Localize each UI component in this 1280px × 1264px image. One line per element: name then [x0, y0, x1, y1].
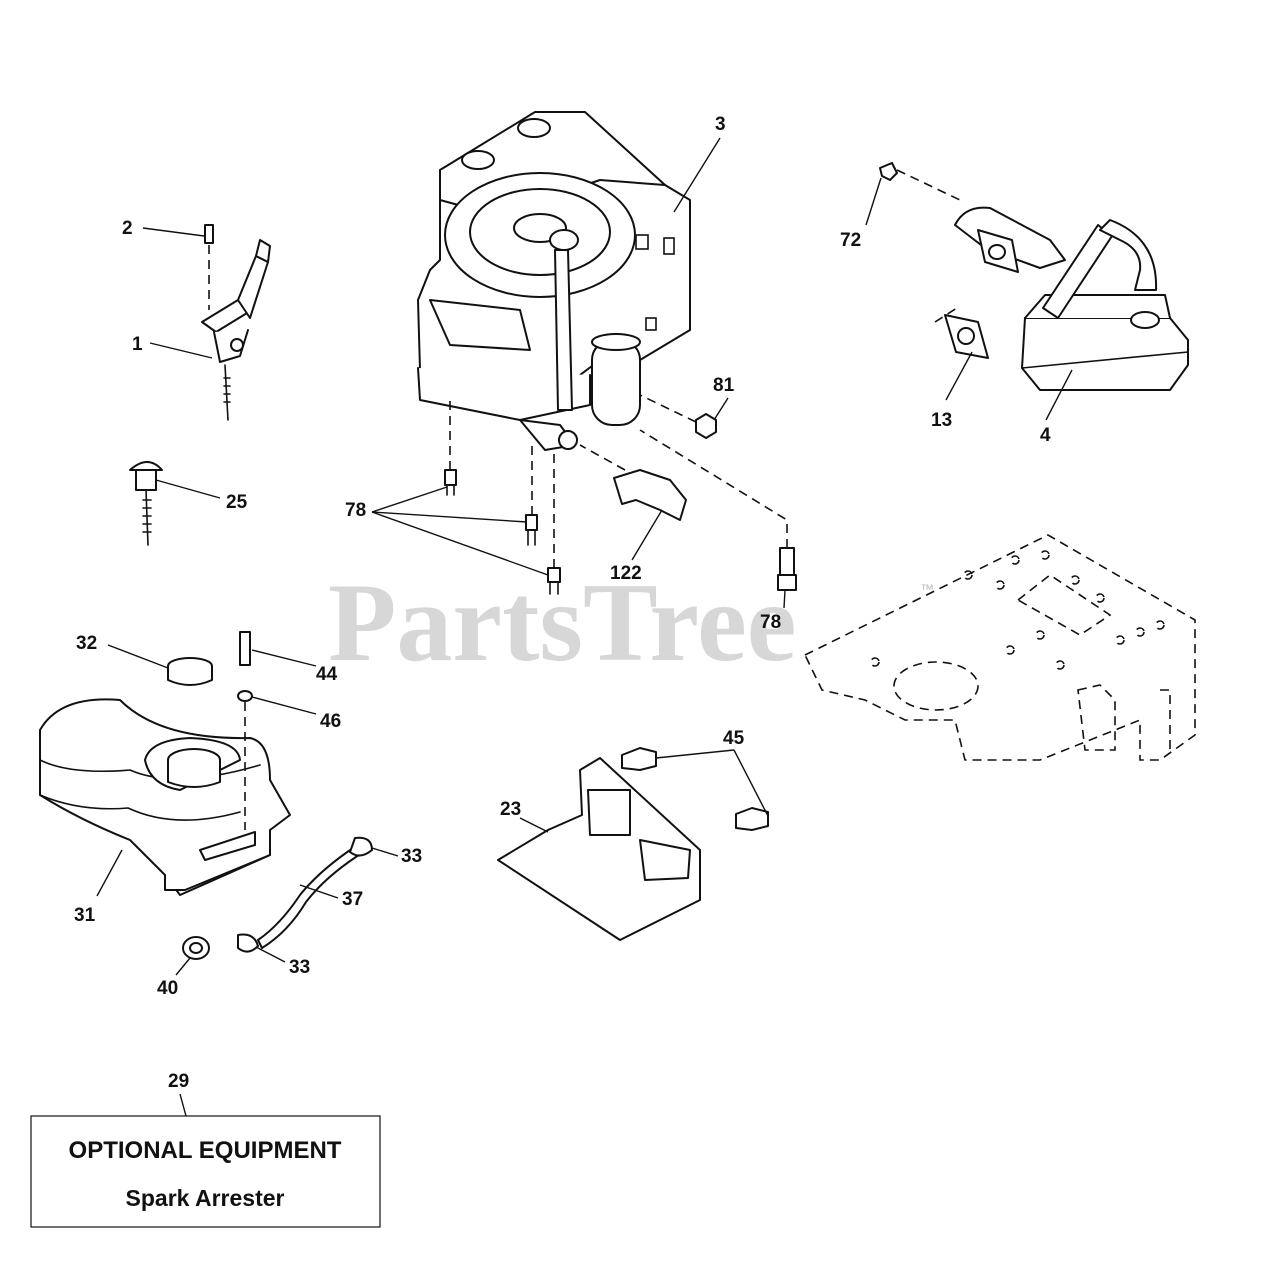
engine-bolt-group[interactable]	[444, 400, 797, 595]
shield-bolt-lower[interactable]	[735, 807, 769, 831]
watermark-text: PartsTree	[328, 561, 797, 685]
optional-equipment-box: OPTIONAL EQUIPMENT Spark Arrester	[30, 1115, 381, 1228]
callout-25: 25	[226, 492, 248, 513]
callout-40: 40	[157, 978, 178, 999]
muffler-gasket[interactable]	[944, 314, 989, 359]
callout-78-right: 78	[760, 612, 781, 633]
callout-13: 13	[931, 410, 952, 431]
heat-shield[interactable]	[613, 469, 687, 521]
shield-plate[interactable]	[497, 757, 701, 941]
muffler-bolt[interactable]	[879, 162, 898, 181]
callout-37: 37	[342, 889, 363, 910]
callout-33-upper: 33	[401, 846, 422, 867]
fuel-tank[interactable]	[39, 698, 291, 896]
callout-1: 1	[132, 334, 143, 355]
callout-81: 81	[713, 375, 735, 396]
callout-32: 32	[76, 633, 97, 654]
callout-2: 2	[122, 218, 133, 239]
callout-122: 122	[610, 563, 642, 584]
callout-78-left: 78	[345, 500, 366, 521]
engine[interactable]	[417, 111, 691, 451]
leader-lines	[96, 137, 1073, 1117]
tractor-frame	[803, 534, 1196, 761]
callout-45: 45	[723, 728, 745, 749]
tank-screw[interactable]	[239, 631, 251, 666]
muffler[interactable]	[954, 206, 1189, 391]
fuel-line[interactable]	[257, 845, 363, 949]
callout-33-lower: 33	[289, 957, 310, 978]
callout-44: 44	[316, 664, 338, 685]
grommet[interactable]	[182, 936, 210, 960]
throttle-control[interactable]	[201, 224, 271, 421]
callout-31: 31	[74, 905, 96, 926]
callout-46: 46	[320, 711, 341, 732]
hose-clamp-lower[interactable]	[237, 933, 259, 953]
callout-4: 4	[1040, 425, 1051, 446]
callout-72: 72	[840, 230, 861, 251]
fuel-cap[interactable]	[167, 657, 213, 686]
choke-knob[interactable]	[129, 461, 163, 546]
callout-3: 3	[715, 114, 726, 135]
optional-equipment-subtitle: Spark Arrester	[126, 1185, 285, 1211]
optional-equipment-title: OPTIONAL EQUIPMENT	[69, 1137, 342, 1164]
callout-23: 23	[500, 799, 521, 820]
hose-clamp-upper[interactable]	[349, 836, 373, 857]
nut[interactable]	[695, 413, 717, 439]
callout-29: 29	[168, 1071, 189, 1092]
shield-bolt-upper[interactable]	[621, 747, 657, 771]
tank-washer[interactable]	[237, 690, 253, 702]
